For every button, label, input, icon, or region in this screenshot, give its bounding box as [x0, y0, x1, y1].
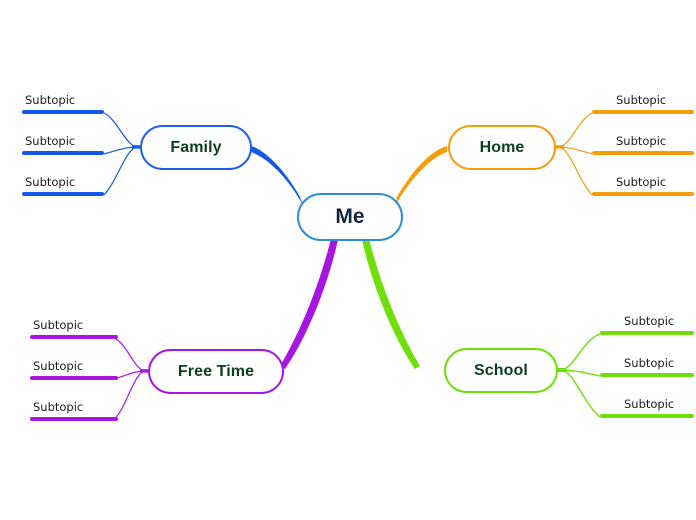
node-branch-label-school: School	[474, 361, 528, 379]
subtopic-home-3[interactable]: Subtopic	[592, 175, 694, 196]
node-branch-family[interactable]: Family	[140, 125, 252, 170]
edge-me-family	[251, 146, 303, 205]
subtopic-underline	[30, 335, 118, 339]
edge-me-freetime	[280, 239, 338, 369]
subtopic-school-3[interactable]: Subtopic	[600, 397, 694, 418]
subtopic-underline	[592, 192, 694, 196]
subtopic-label: Subtopic	[624, 397, 675, 411]
subtopic-label: Subtopic	[624, 356, 675, 370]
fan-stem-freetime	[140, 369, 148, 373]
node-branch-label-family: Family	[170, 138, 222, 156]
subtopic-family-2[interactable]: Subtopic	[22, 134, 104, 155]
fan-stem-family	[132, 145, 140, 149]
fan-family	[103, 112, 139, 196]
node-branch-free-time[interactable]: Free Time	[148, 349, 284, 394]
subtopic-underline	[22, 151, 104, 155]
node-central-me[interactable]: Me	[297, 193, 403, 241]
subtopic-label: Subtopic	[616, 93, 667, 107]
subtopic-free-time-2[interactable]: Subtopic	[30, 359, 118, 380]
subtopic-label: Subtopic	[33, 400, 84, 414]
node-central-label: Me	[335, 205, 365, 228]
fan-stem-home	[556, 145, 564, 149]
subtopic-family-3[interactable]: Subtopic	[22, 175, 104, 196]
subtopic-underline	[30, 417, 118, 421]
subtopic-label: Subtopic	[616, 134, 667, 148]
node-branch-label-home: Home	[479, 138, 525, 156]
subtopic-label: Subtopic	[33, 359, 84, 373]
subtopic-underline	[600, 331, 694, 335]
subtopic-free-time-3[interactable]: Subtopic	[30, 400, 118, 421]
node-branch-label-free-time: Free Time	[177, 362, 255, 380]
subtopic-label: Subtopic	[25, 93, 76, 107]
subtopic-family-1[interactable]: Subtopic	[22, 93, 104, 114]
subtopic-school-1[interactable]: Subtopic	[600, 314, 694, 335]
subtopic-home-2[interactable]: Subtopic	[592, 134, 694, 155]
fan-school	[559, 333, 601, 418]
subtopic-label: Subtopic	[33, 318, 84, 332]
subtopic-home-1[interactable]: Subtopic	[592, 93, 694, 114]
subtopic-underline	[592, 151, 694, 155]
subtopic-underline	[592, 110, 694, 114]
subtopic-underline	[600, 373, 694, 377]
node-branch-home[interactable]: Home	[448, 125, 556, 170]
subtopic-underline	[22, 192, 104, 196]
subtopic-label: Subtopic	[616, 175, 667, 189]
subtopic-label: Subtopic	[624, 314, 675, 328]
subtopic-school-2[interactable]: Subtopic	[600, 356, 694, 377]
subtopic-free-time-1[interactable]: Subtopic	[30, 318, 118, 339]
fan-freetime	[113, 337, 147, 421]
subtopic-underline	[600, 414, 694, 418]
fan-home	[557, 112, 593, 196]
edge-me-home	[395, 146, 447, 206]
edge-me-school	[362, 239, 420, 369]
subtopic-label: Subtopic	[25, 134, 76, 148]
node-branch-school[interactable]: School	[444, 348, 558, 393]
subtopic-underline	[30, 376, 118, 380]
subtopic-label: Subtopic	[25, 175, 76, 189]
subtopic-underline	[22, 110, 104, 114]
